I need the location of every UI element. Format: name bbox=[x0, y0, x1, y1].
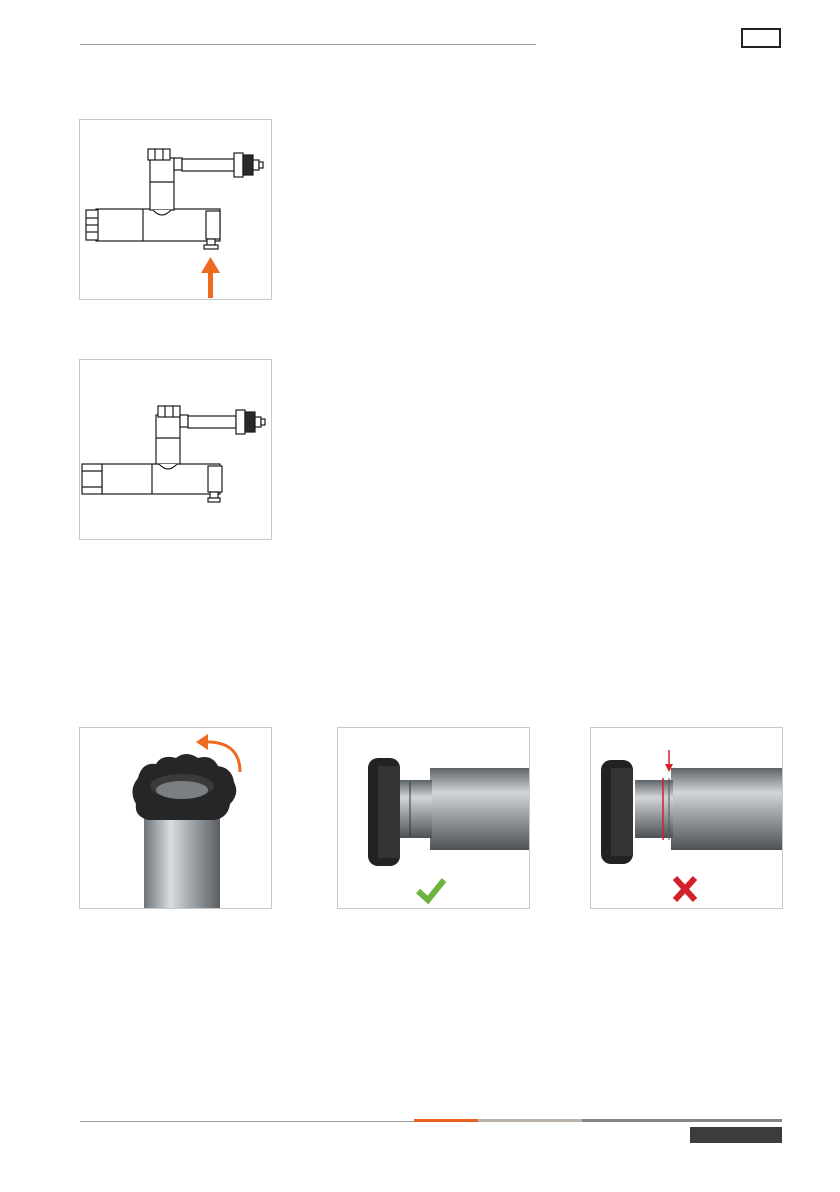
nut-incorrect-photo bbox=[591, 728, 783, 909]
header-rule bbox=[80, 44, 536, 45]
footer-rule bbox=[80, 1121, 414, 1122]
page-number-box bbox=[741, 28, 781, 48]
footer-tab bbox=[690, 1127, 782, 1143]
valve-drawing-alt bbox=[80, 360, 272, 540]
cross-icon bbox=[675, 878, 695, 900]
footer-bar-grey bbox=[582, 1119, 782, 1122]
figure-nut-rotate bbox=[79, 727, 272, 909]
figure-valve-alternate bbox=[79, 359, 272, 540]
nut-correct-photo bbox=[338, 728, 530, 909]
nut-rotate-photo bbox=[80, 728, 272, 909]
figure-valve-with-arrow bbox=[79, 119, 272, 300]
orange-up-arrow-icon bbox=[201, 257, 220, 298]
footer-bar-orange bbox=[414, 1119, 478, 1122]
figure-nut-correct bbox=[337, 727, 530, 909]
figure-nut-incorrect bbox=[590, 727, 783, 909]
valve-drawing bbox=[80, 120, 272, 300]
check-icon bbox=[418, 880, 444, 900]
footer-bar-light-grey bbox=[478, 1119, 582, 1122]
